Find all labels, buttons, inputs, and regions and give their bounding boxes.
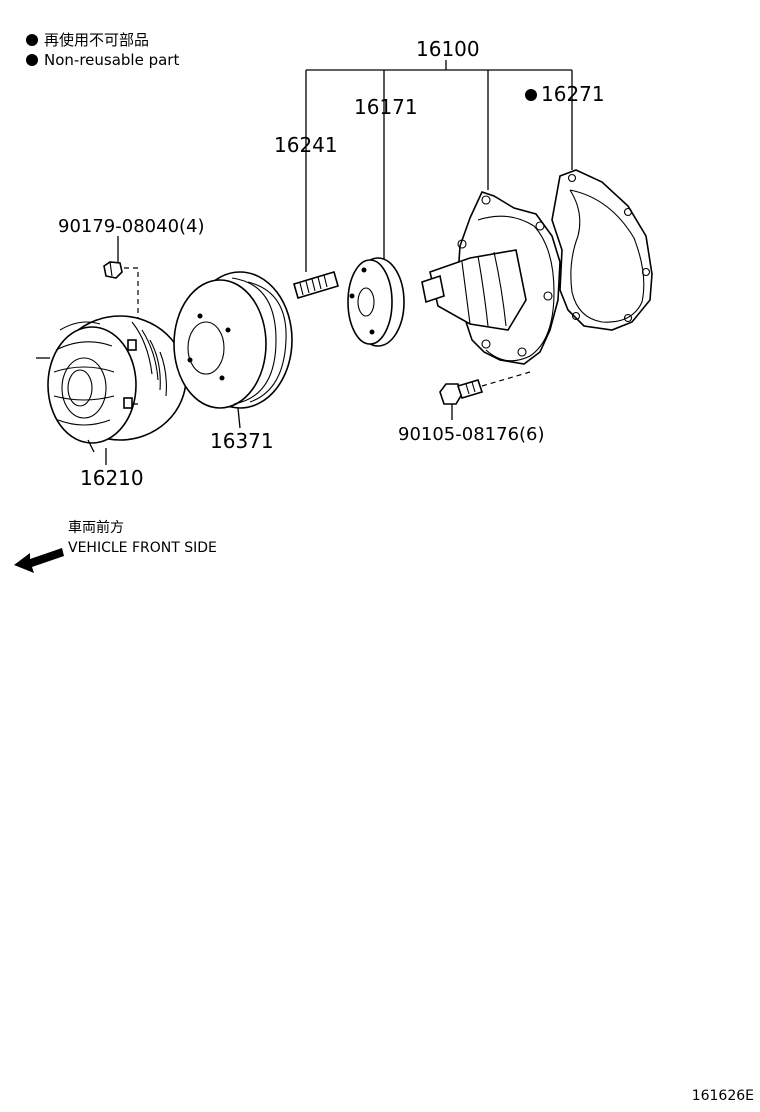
label-16100: 16100 xyxy=(416,37,480,61)
label-16210: 16210 xyxy=(80,466,144,490)
label-16271: 16271 xyxy=(541,82,605,106)
bolt-icon xyxy=(439,379,484,405)
water-pump-icon xyxy=(421,191,561,365)
pulley-icon xyxy=(173,271,293,409)
legend-jp: 再使用不可部品 xyxy=(44,31,150,49)
fan-clutch-icon xyxy=(36,315,187,453)
nut-alignment-line xyxy=(124,267,139,318)
legend: 再使用不可部品 Non-reusable part xyxy=(26,30,179,70)
gasket-icon xyxy=(551,169,653,331)
legend-en: Non-reusable part xyxy=(44,51,180,69)
label-90179: 90179-08040(4) xyxy=(58,216,205,237)
vehicle-front-label: 車両前方 VEHICLE FRONT SIDE xyxy=(68,518,217,558)
pulley-seat-icon xyxy=(347,257,405,347)
front-jp: 車両前方 xyxy=(68,520,124,536)
front-en: VEHICLE FRONT SIDE xyxy=(68,540,217,556)
label-16371: 16371 xyxy=(210,429,274,453)
figure-id: 161626E xyxy=(691,1088,754,1104)
nut-icon xyxy=(103,261,123,279)
leader-16371 xyxy=(237,407,241,429)
legend-row-en: Non-reusable part xyxy=(26,50,179,70)
label-90105: 90105-08176(6) xyxy=(398,424,545,445)
bullet-dot-icon xyxy=(26,54,38,66)
bullet-dot-icon xyxy=(26,34,38,46)
stud-icon xyxy=(293,271,339,299)
label-16171: 16171 xyxy=(354,95,418,119)
non-reusable-dot-icon xyxy=(525,89,537,101)
front-arrow-icon xyxy=(14,548,64,573)
assembly-bracket xyxy=(305,60,573,272)
legend-row-jp: 再使用不可部品 xyxy=(26,30,179,50)
bolt-alignment-line xyxy=(481,371,531,387)
